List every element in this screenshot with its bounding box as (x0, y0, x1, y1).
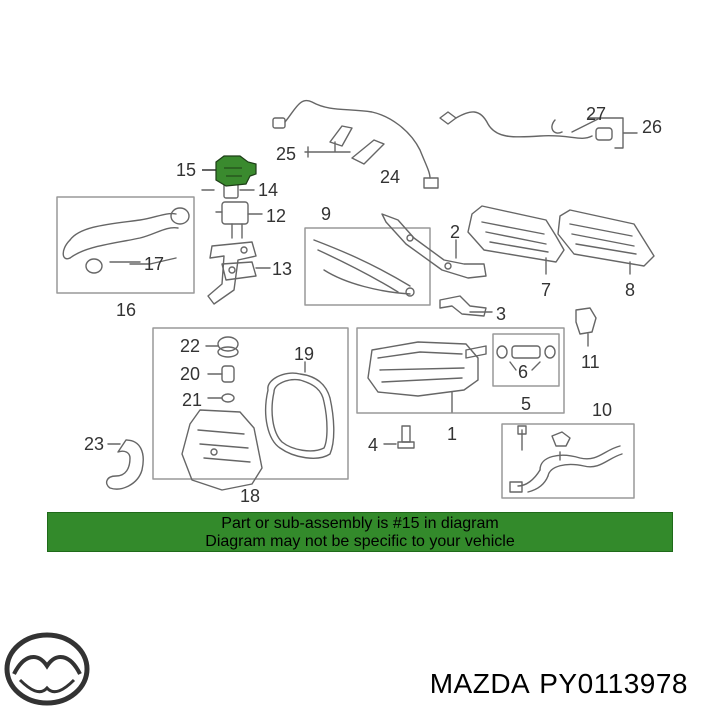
callout-12: 12 (266, 206, 286, 226)
callout-4: 4 (368, 435, 378, 455)
part-13-bracket (207, 241, 271, 305)
callout-22: 22 (180, 336, 200, 356)
callout-9: 9 (321, 204, 331, 224)
part-6-fittings (496, 345, 556, 371)
part-22 (205, 336, 239, 358)
banner-line-1: Part or sub-assembly is #15 in diagram (221, 515, 499, 532)
part-9-wire (313, 239, 415, 297)
part-18-housing (181, 409, 263, 491)
callout-11: 11 (581, 352, 600, 372)
part-24-o2-sensor (272, 99, 439, 189)
part-25-clips (304, 125, 385, 165)
callout-17: 17 (144, 254, 164, 274)
part-26-o2-sensor (439, 111, 638, 149)
callout-18: 18 (240, 486, 260, 506)
part-12-valve (215, 201, 263, 239)
part-16-hose (62, 207, 190, 274)
group-box-5 (492, 333, 560, 387)
part-11-clip (575, 307, 597, 347)
callout-21: 21 (182, 390, 202, 410)
callout-3: 3 (496, 304, 506, 324)
callout-1: 1 (447, 424, 457, 444)
callout-8: 8 (625, 280, 635, 300)
mazda-logo-icon (4, 632, 90, 706)
part-8-ecu (557, 209, 655, 275)
group-box-10 (501, 423, 635, 499)
callout-26: 26 (642, 117, 662, 137)
info-banner: Part or sub-assembly is #15 in diagram D… (47, 512, 673, 552)
group-box-18 (152, 327, 349, 480)
part-title: MAZDA PY0113978 (430, 668, 688, 700)
callout-24: 24 (380, 167, 400, 187)
callout-7: 7 (541, 280, 551, 300)
part-15-highlighted (202, 155, 257, 187)
brand-name: MAZDA (429, 668, 531, 699)
callout-10: 10 (592, 400, 612, 420)
callout-13: 13 (272, 259, 292, 279)
part-2-harness (381, 213, 487, 279)
callout-6: 6 (518, 362, 528, 382)
part-19-gasket (265, 361, 335, 459)
callout-27: 27 (586, 104, 606, 124)
callout-16: 16 (116, 300, 136, 320)
part-3-bracket (439, 295, 493, 317)
callout-25: 25 (276, 144, 296, 164)
part-10-pipe (509, 425, 623, 493)
group-box-9 (304, 227, 431, 306)
part-7-ecu (467, 205, 565, 275)
part-1-canister (367, 341, 487, 413)
callout-14: 14 (258, 180, 278, 200)
callout-5: 5 (521, 394, 531, 414)
part-21 (207, 393, 235, 403)
part-20 (207, 365, 235, 383)
part-23-hose (105, 439, 144, 490)
callout-19: 19 (294, 344, 314, 364)
part-number: PY0113978 (539, 668, 688, 699)
banner-line-2: Diagram may not be specific to your vehi… (205, 533, 515, 550)
group-box-16 (56, 196, 195, 294)
callout-2: 2 (450, 222, 460, 242)
callout-23: 23 (84, 434, 104, 454)
callout-15: 15 (176, 160, 196, 180)
callout-20: 20 (180, 364, 200, 384)
group-box-1 (356, 327, 565, 414)
part-4-bolt (383, 425, 415, 449)
